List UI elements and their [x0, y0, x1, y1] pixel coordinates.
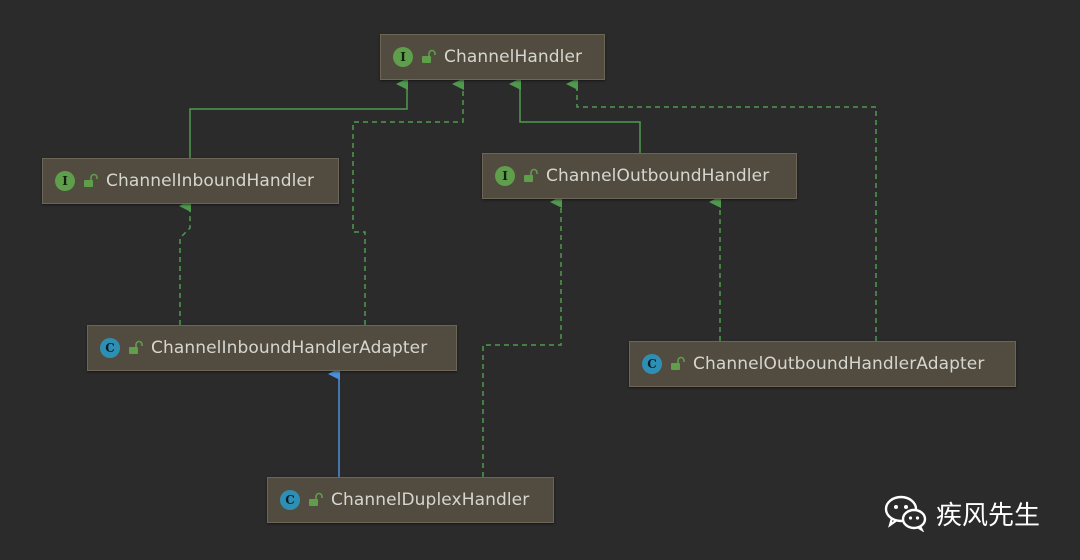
node-channel-inbound-handler-adapter[interactable]: C ChannelInboundHandlerAdapter [87, 325, 457, 371]
edge-duplex-to-outbound [482, 196, 562, 477]
interface-icon: I [495, 166, 515, 186]
watermark-text: 疾风先生 [936, 500, 1041, 531]
edge-inbound-adapter-to-inbound [179, 200, 191, 325]
class-icon: C [642, 354, 662, 374]
node-channel-inbound-handler[interactable]: I ChannelInboundHandler [42, 158, 339, 204]
node-label: ChannelOutboundHandler [546, 166, 770, 186]
edge-outbound-to-handler [509, 78, 641, 153]
interface-icon: I [55, 171, 75, 191]
watermark: 疾风先生 [884, 494, 1040, 532]
unlocked-icon [309, 492, 323, 506]
node-channel-outbound-handler[interactable]: I ChannelOutboundHandler [482, 153, 797, 199]
node-channel-outbound-handler-adapter[interactable]: C ChannelOutboundHandlerAdapter [629, 341, 1016, 387]
unlocked-icon [84, 173, 98, 187]
interface-icon: I [393, 47, 413, 67]
unlocked-icon [671, 356, 685, 370]
edge-outbound-adapter-to-handler [566, 78, 877, 341]
class-icon: C [100, 338, 120, 358]
node-channel-handler[interactable]: I ChannelHandler [380, 34, 605, 80]
edge-inbound-to-handler [189, 78, 408, 158]
node-label: ChannelDuplexHandler [331, 490, 530, 510]
unlocked-icon [129, 340, 143, 354]
node-label: ChannelInboundHandler [106, 171, 315, 191]
unlocked-icon [524, 168, 538, 182]
edge-inbound-adapter-to-handler [352, 78, 464, 325]
node-label: ChannelInboundHandlerAdapter [151, 338, 428, 358]
wechat-icon [884, 495, 927, 532]
node-label: ChannelHandler [444, 47, 583, 67]
node-channel-duplex-handler[interactable]: C ChannelDuplexHandler [267, 477, 554, 523]
class-icon: C [280, 490, 300, 510]
node-label: ChannelOutboundHandlerAdapter [693, 354, 985, 374]
unlocked-icon [422, 49, 436, 63]
